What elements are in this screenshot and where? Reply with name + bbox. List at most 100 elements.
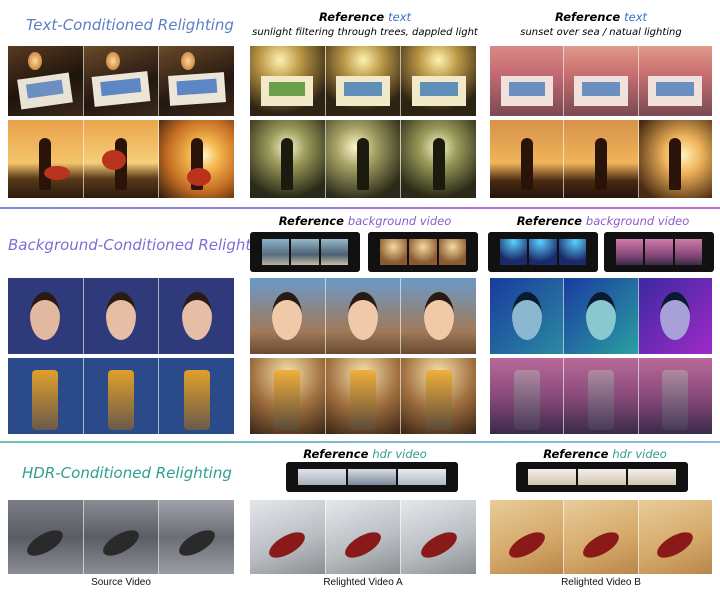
film-frame <box>616 239 644 265</box>
film-frame <box>398 469 446 485</box>
text-book-source-strip <box>8 46 234 116</box>
text-dancer-source-strip <box>8 120 234 198</box>
text-ref-a-heading: Reference text <box>250 10 480 24</box>
book-illustration <box>261 76 314 106</box>
bg-ref-b-heading: Reference background video <box>500 214 706 228</box>
bg-ref-a-filmstrip-1 <box>250 232 360 272</box>
hdr-ref-a-prefix: Reference <box>303 447 369 461</box>
hdr-ref-b-filmstrip <box>516 462 688 492</box>
video-frame <box>564 358 639 434</box>
face-illustration <box>106 292 136 340</box>
video-frame <box>325 358 402 434</box>
hdr-ref-a-keyword: hdr video <box>372 447 427 461</box>
guitar-illustration <box>265 527 310 563</box>
video-frame <box>159 358 234 434</box>
video-frame <box>564 278 639 354</box>
robot-illustration <box>108 370 134 430</box>
video-frame <box>8 500 84 574</box>
section-divider <box>0 441 720 443</box>
text-book-b-strip <box>490 46 712 116</box>
video-frame <box>401 278 476 354</box>
robot-illustration <box>662 370 689 430</box>
video-frame <box>638 278 712 354</box>
bg-ref-b-prefix: Reference <box>516 214 582 228</box>
bg-robot-b-strip <box>490 358 712 434</box>
bg-ref-b-filmstrip-1 <box>488 232 598 272</box>
text-ref-b-prompt: sunset over sea / natual lighting <box>520 27 682 38</box>
book-illustration <box>573 76 628 106</box>
book-illustration <box>648 76 703 106</box>
section-divider <box>0 207 720 209</box>
film-frame <box>674 239 702 265</box>
film-frame <box>578 469 626 485</box>
face-illustration <box>511 292 542 340</box>
dancer-silhouette <box>281 138 294 190</box>
film-frame <box>298 469 346 485</box>
guitar-illustration <box>653 527 698 563</box>
video-frame <box>83 120 160 198</box>
video-frame <box>83 358 160 434</box>
video-frame <box>325 500 402 574</box>
film-frame <box>320 239 348 265</box>
bg-robot-source-strip <box>8 358 234 434</box>
video-frame <box>250 500 326 574</box>
dancer-silhouette <box>357 138 369 190</box>
text-section-title: Text-Conditioned Relighting <box>26 16 234 34</box>
bg-ref-a-filmstrip-2 <box>368 232 478 272</box>
dancer-silhouette <box>594 138 607 190</box>
guitar-illustration <box>174 525 219 561</box>
video-frame <box>325 46 402 116</box>
film-frame <box>409 239 437 265</box>
hdr-guitar-b-strip <box>490 500 712 574</box>
bg-ref-a-heading: Reference background video <box>260 214 470 228</box>
robot-illustration <box>587 370 614 430</box>
bg-face-b-strip <box>490 278 712 354</box>
face-illustration <box>181 292 212 340</box>
book-illustration <box>411 76 466 106</box>
video-frame <box>638 358 712 434</box>
guitar-illustration <box>416 527 461 563</box>
hdr-ref-a-filmstrip <box>286 462 458 492</box>
dancer-silhouette <box>432 138 445 190</box>
video-frame <box>8 278 84 354</box>
video-frame <box>564 500 639 574</box>
video-frame <box>564 120 639 198</box>
book-illustration <box>336 76 390 106</box>
film-frame <box>438 239 466 265</box>
video-frame <box>325 120 402 198</box>
text-ref-b-heading: Reference text <box>490 10 712 24</box>
book-illustration <box>91 71 151 107</box>
film-frame <box>262 239 290 265</box>
book-illustration <box>167 72 226 106</box>
hdr-section-title: HDR-Conditioned Relighting <box>22 464 232 482</box>
film-frame <box>380 239 408 265</box>
video-frame <box>490 278 565 354</box>
film-frame <box>529 239 557 265</box>
video-frame <box>490 120 565 198</box>
guitar-illustration <box>99 525 143 561</box>
text-ref-a-prompt: sunlight filtering through trees, dapple… <box>252 27 478 38</box>
robot-illustration <box>274 370 301 430</box>
column-label-a: Relighted Video A <box>323 577 403 588</box>
dancer-silhouette <box>520 138 533 190</box>
film-frame <box>500 239 528 265</box>
video-frame <box>8 46 84 116</box>
hdr-guitar-a-strip <box>250 500 476 574</box>
film-frame <box>291 239 319 265</box>
bg-robot-a-strip <box>250 358 476 434</box>
video-frame <box>325 278 402 354</box>
film-frame <box>528 469 576 485</box>
background-section-title: Background-Conditioned Relighting <box>8 236 275 254</box>
robot-illustration <box>350 370 376 430</box>
video-frame <box>490 500 565 574</box>
video-frame <box>83 278 160 354</box>
hdr-ref-b-prefix: Reference <box>543 447 609 461</box>
face-illustration <box>348 292 378 340</box>
robot-illustration <box>32 370 59 430</box>
hdr-ref-a-heading: Reference hdr video <box>280 447 450 461</box>
film-frame <box>558 239 586 265</box>
book-illustration <box>17 72 74 110</box>
face-illustration <box>585 292 616 340</box>
bg-ref-b-filmstrip-2 <box>604 232 714 272</box>
video-frame <box>401 358 476 434</box>
